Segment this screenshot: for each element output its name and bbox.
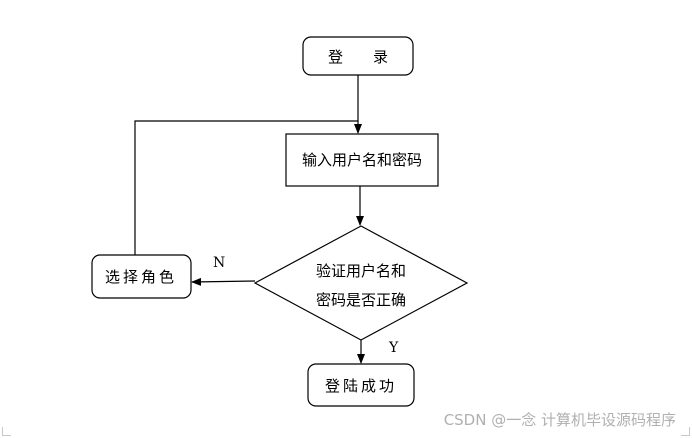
edge-yes-label: Y xyxy=(388,340,399,356)
edge-verify-to-select-role xyxy=(191,277,256,286)
edge-no-label: N xyxy=(213,255,225,271)
select-role-node: 选择角色 xyxy=(91,254,192,299)
watermark-text: CSDN @一念 计算机毕设源码程序 xyxy=(443,411,676,429)
input-credentials-label: 输入用户名和密码 xyxy=(302,151,422,169)
login-success-label: 登陆成功 xyxy=(325,377,397,395)
login-success-node: 登陆成功 xyxy=(307,363,415,407)
corner-mark-bottom-left xyxy=(2,427,11,436)
verify-label-line1: 验证用户名和 xyxy=(316,262,406,280)
login-node: 登 录 xyxy=(302,36,414,76)
login-node-label: 登 录 xyxy=(328,48,388,66)
verify-decision-node: 验证用户名和 密码是否正确 xyxy=(253,225,469,341)
select-role-label: 选择角色 xyxy=(105,268,177,286)
edge-select-role-loop-back xyxy=(134,120,358,255)
verify-label-line2: 密码是否正确 xyxy=(316,291,406,309)
input-credentials-node: 输入用户名和密码 xyxy=(285,133,439,187)
corner-mark-bottom-right xyxy=(681,427,690,436)
